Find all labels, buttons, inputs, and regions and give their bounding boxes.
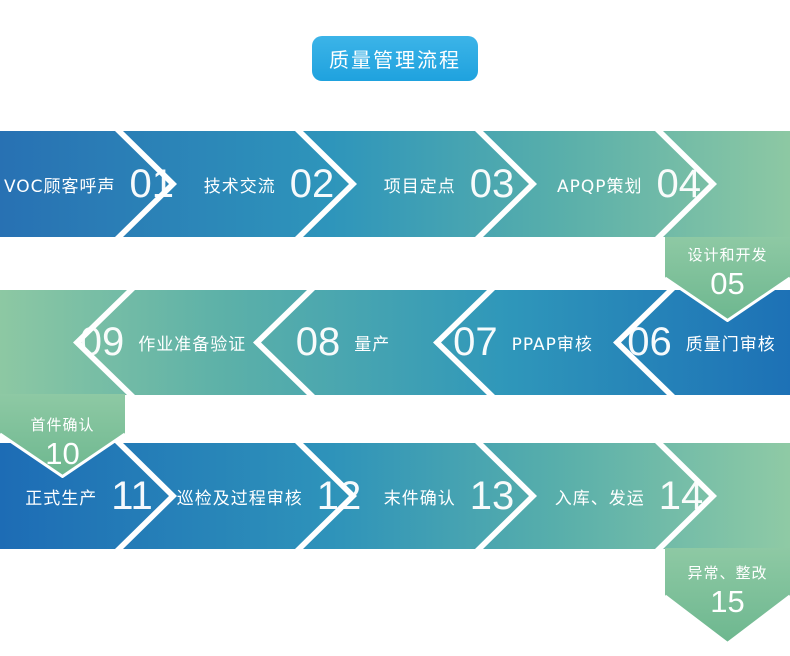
step-11: 正式生产 11 <box>0 443 178 549</box>
pentagon-down-icon <box>665 237 790 322</box>
step-15-label: 异常、整改 <box>687 564 768 582</box>
step-01-number: 01 <box>129 161 175 206</box>
step-11-label: 正式生产 <box>25 488 98 509</box>
step-08-label: 量产 <box>354 335 391 355</box>
step-02-label: 技术交流 <box>203 176 276 197</box>
step-10-label: 首件确认 <box>30 416 95 434</box>
step-07: 07 PPAP审核 <box>433 290 613 395</box>
connector-step-05: 设计和开发 05 <box>665 237 790 322</box>
step-01-label: VOC顾客呼声 <box>3 176 116 197</box>
step-05-number: 05 <box>710 266 745 301</box>
step-14: 入库、发运 14 <box>540 443 718 549</box>
step-04: APQP策划 04 <box>540 131 718 237</box>
step-03-label: 项目定点 <box>383 176 456 197</box>
step-12: 巡检及过程审核 12 <box>176 443 362 549</box>
step-09-label: 作业准备验证 <box>138 335 247 355</box>
step-02: 技术交流 02 <box>180 131 358 237</box>
step-03: 项目定点 03 <box>360 131 538 237</box>
step-13: 末件确认 13 <box>360 443 538 549</box>
flow-row-1: VOC顾客呼声 01 技术交流 02 项目定点 03 APQP策划 04 <box>0 131 790 237</box>
step-14-label: 入库、发运 <box>554 488 645 509</box>
page-title: 质量管理流程 <box>329 48 461 72</box>
pentagon-down-icon <box>665 548 790 645</box>
step-03-number: 03 <box>469 161 515 206</box>
step-05-label: 设计和开发 <box>687 246 768 264</box>
step-15-number: 15 <box>710 584 745 619</box>
step-10-number: 10 <box>45 436 80 471</box>
connector-step-15: 异常、整改 15 <box>665 548 790 645</box>
step-12-label: 巡检及过程审核 <box>176 488 303 509</box>
step-09: 09 作业准备验证 <box>73 290 253 395</box>
step-09-number: 09 <box>79 320 125 364</box>
connector-step-10: 首件确认 10 <box>0 394 125 478</box>
flow-row-2: 09 作业准备验证 08 量产 07 PPAP审核 06 质量门审核 <box>0 290 790 395</box>
step-07-label: PPAP审核 <box>511 335 593 355</box>
title-badge: 质量管理流程 <box>312 36 478 81</box>
step-01: VOC顾客呼声 01 <box>0 131 178 237</box>
step-13-label: 末件确认 <box>383 488 456 509</box>
step-11-number: 11 <box>111 473 153 518</box>
step-08: 08 量产 <box>253 290 433 395</box>
step-06-label: 质量门审核 <box>685 335 776 355</box>
step-04-label: APQP策划 <box>556 176 643 197</box>
flow-row-3: 正式生产 11 巡检及过程审核 12 末件确认 13 入库、发运 14 <box>0 443 790 549</box>
step-07-number: 07 <box>453 320 498 364</box>
step-08-number: 08 <box>295 320 341 364</box>
pentagon-down-icon <box>0 394 125 478</box>
step-02-number: 02 <box>289 161 335 206</box>
step-13-number: 13 <box>469 473 515 518</box>
